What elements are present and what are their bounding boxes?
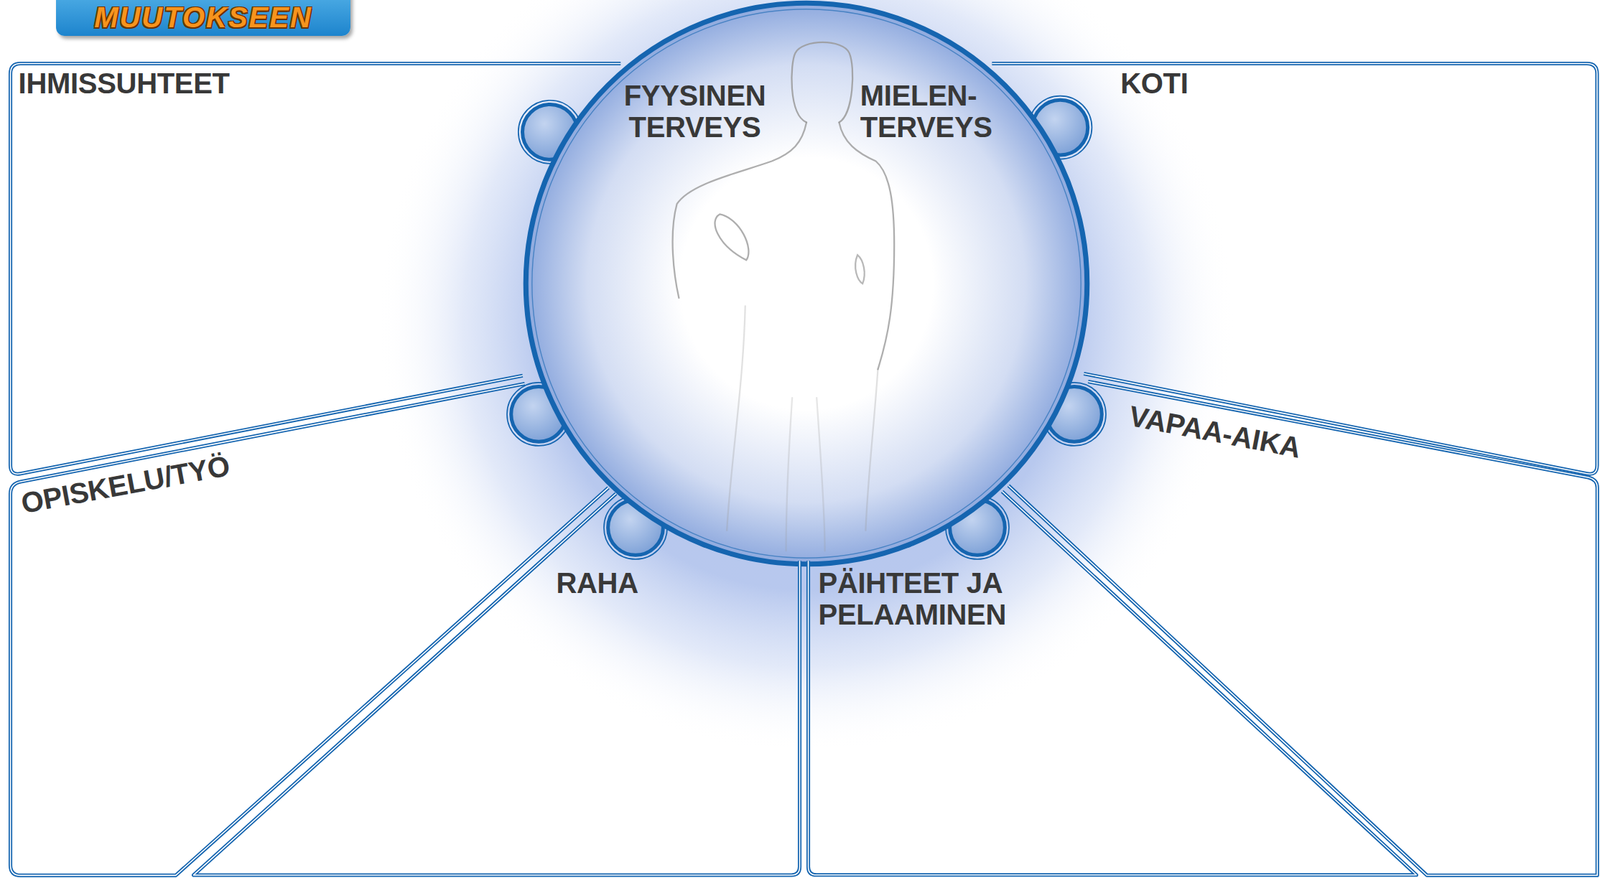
panel-border: [991, 63, 1598, 474]
panel-outline: [187, 487, 806, 878]
panel-border-gap: [193, 494, 800, 876]
topic-label: PÄIHTEET JA PELAAMINEN: [818, 567, 1035, 631]
topic-label: KOTI: [1120, 67, 1188, 100]
text-slot: IHMISSUHTEET: [18, 67, 230, 100]
panel-border: [10, 383, 609, 876]
text-slot: KOTI: [1120, 67, 1188, 100]
panel-outline: [4, 377, 617, 878]
silhouette-line: [838, 122, 895, 370]
text-slot: VAPAA-AIKA: [1126, 400, 1304, 464]
topic-label: MIELEN- TERVEYS: [860, 79, 1026, 143]
silhouette-line: [791, 42, 853, 123]
text-slot: FYYSINEN TERVEYS: [612, 79, 778, 143]
text-slot: RAHA: [555, 567, 638, 599]
silhouette-line: [855, 254, 865, 284]
badge-title: MUUTOKSEEN: [56, 1, 351, 34]
text-slot: MIELEN- TERVEYS: [860, 79, 1026, 143]
silhouette-line: [714, 214, 749, 260]
panel-border: [1008, 381, 1598, 876]
panel-border-gap: [1008, 381, 1598, 876]
title-badge: MUUTOKSEEN: [56, 0, 351, 36]
panel-border: [807, 491, 1417, 876]
text-slot: MUUTOKSEEN: [56, 1, 351, 34]
silhouette-line: [785, 397, 793, 551]
silhouette-line: [865, 369, 878, 531]
topic-panel: KOTI: [983, 57, 1600, 482]
topic-label: IHMISSUHTEET: [18, 67, 230, 100]
text-slot: PÄIHTEET JA PELAAMINEN: [818, 567, 1035, 631]
panel-outline: [983, 57, 1600, 482]
silhouette-line: [816, 397, 825, 551]
silhouette-line: [726, 305, 746, 531]
topic-panel: RAHA: [187, 487, 806, 878]
topic-panel: PÄIHTEET JA PELAAMINEN: [802, 485, 1433, 878]
topic-label: VAPAA-AIKA: [1126, 400, 1304, 464]
topic-panel: VAPAA-AIKA: [1000, 375, 1600, 878]
panel-outline: [802, 485, 1433, 878]
panel-border-gap: [10, 383, 609, 876]
person-disc: [525, 2, 1087, 564]
topic-label: RAHA: [555, 567, 638, 599]
panel-border-gap: [991, 63, 1598, 474]
panel-outline: [1000, 375, 1600, 878]
topic-panel: OPISKELU/TYÖ: [4, 377, 617, 878]
panel-border: [193, 494, 800, 876]
topic-label: FYYSINEN TERVEYS: [612, 79, 778, 143]
silhouette-line: [672, 122, 806, 299]
panel-border-gap: [807, 491, 1417, 876]
disc-inner-ring: [531, 9, 1081, 558]
